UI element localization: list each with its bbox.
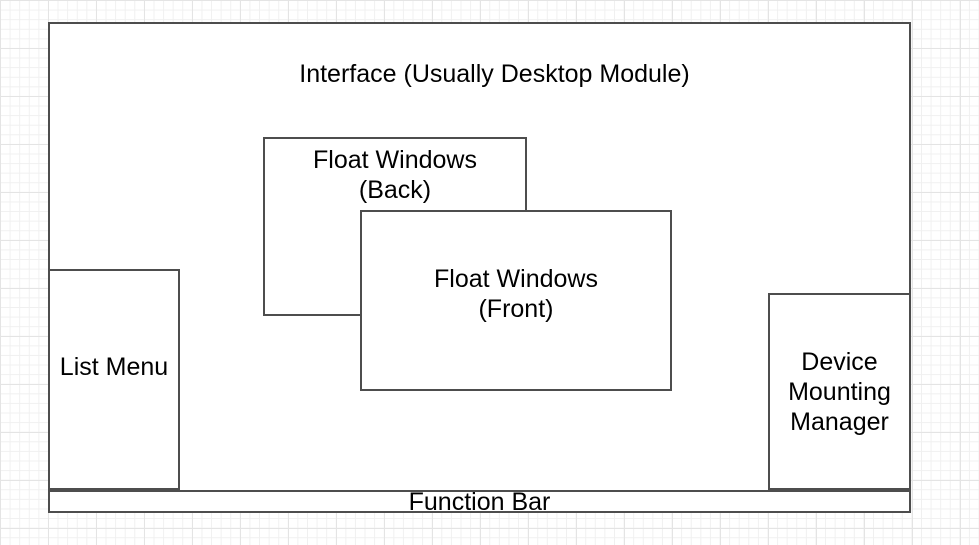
list-menu-label: List Menu — [59, 352, 169, 381]
function-bar-label: Function Bar — [408, 487, 551, 516]
float-windows-front-box[interactable]: Float Windows (Front) — [360, 210, 672, 391]
list-menu-box[interactable]: List Menu — [48, 269, 180, 490]
device-mounting-manager-label: Device Mounting Manager — [788, 347, 891, 436]
float-windows-front-label: Float Windows (Front) — [434, 264, 598, 323]
device-mounting-manager-box[interactable]: Device Mounting Manager — [768, 293, 911, 490]
interface-box[interactable]: Interface (Usually Desktop Module) — [48, 22, 911, 513]
float-windows-back-label: Float Windows (Back) — [313, 146, 477, 204]
interface-box-label: Interface (Usually Desktop Module) — [299, 60, 690, 88]
function-bar-box[interactable]: Function Bar — [48, 488, 911, 516]
